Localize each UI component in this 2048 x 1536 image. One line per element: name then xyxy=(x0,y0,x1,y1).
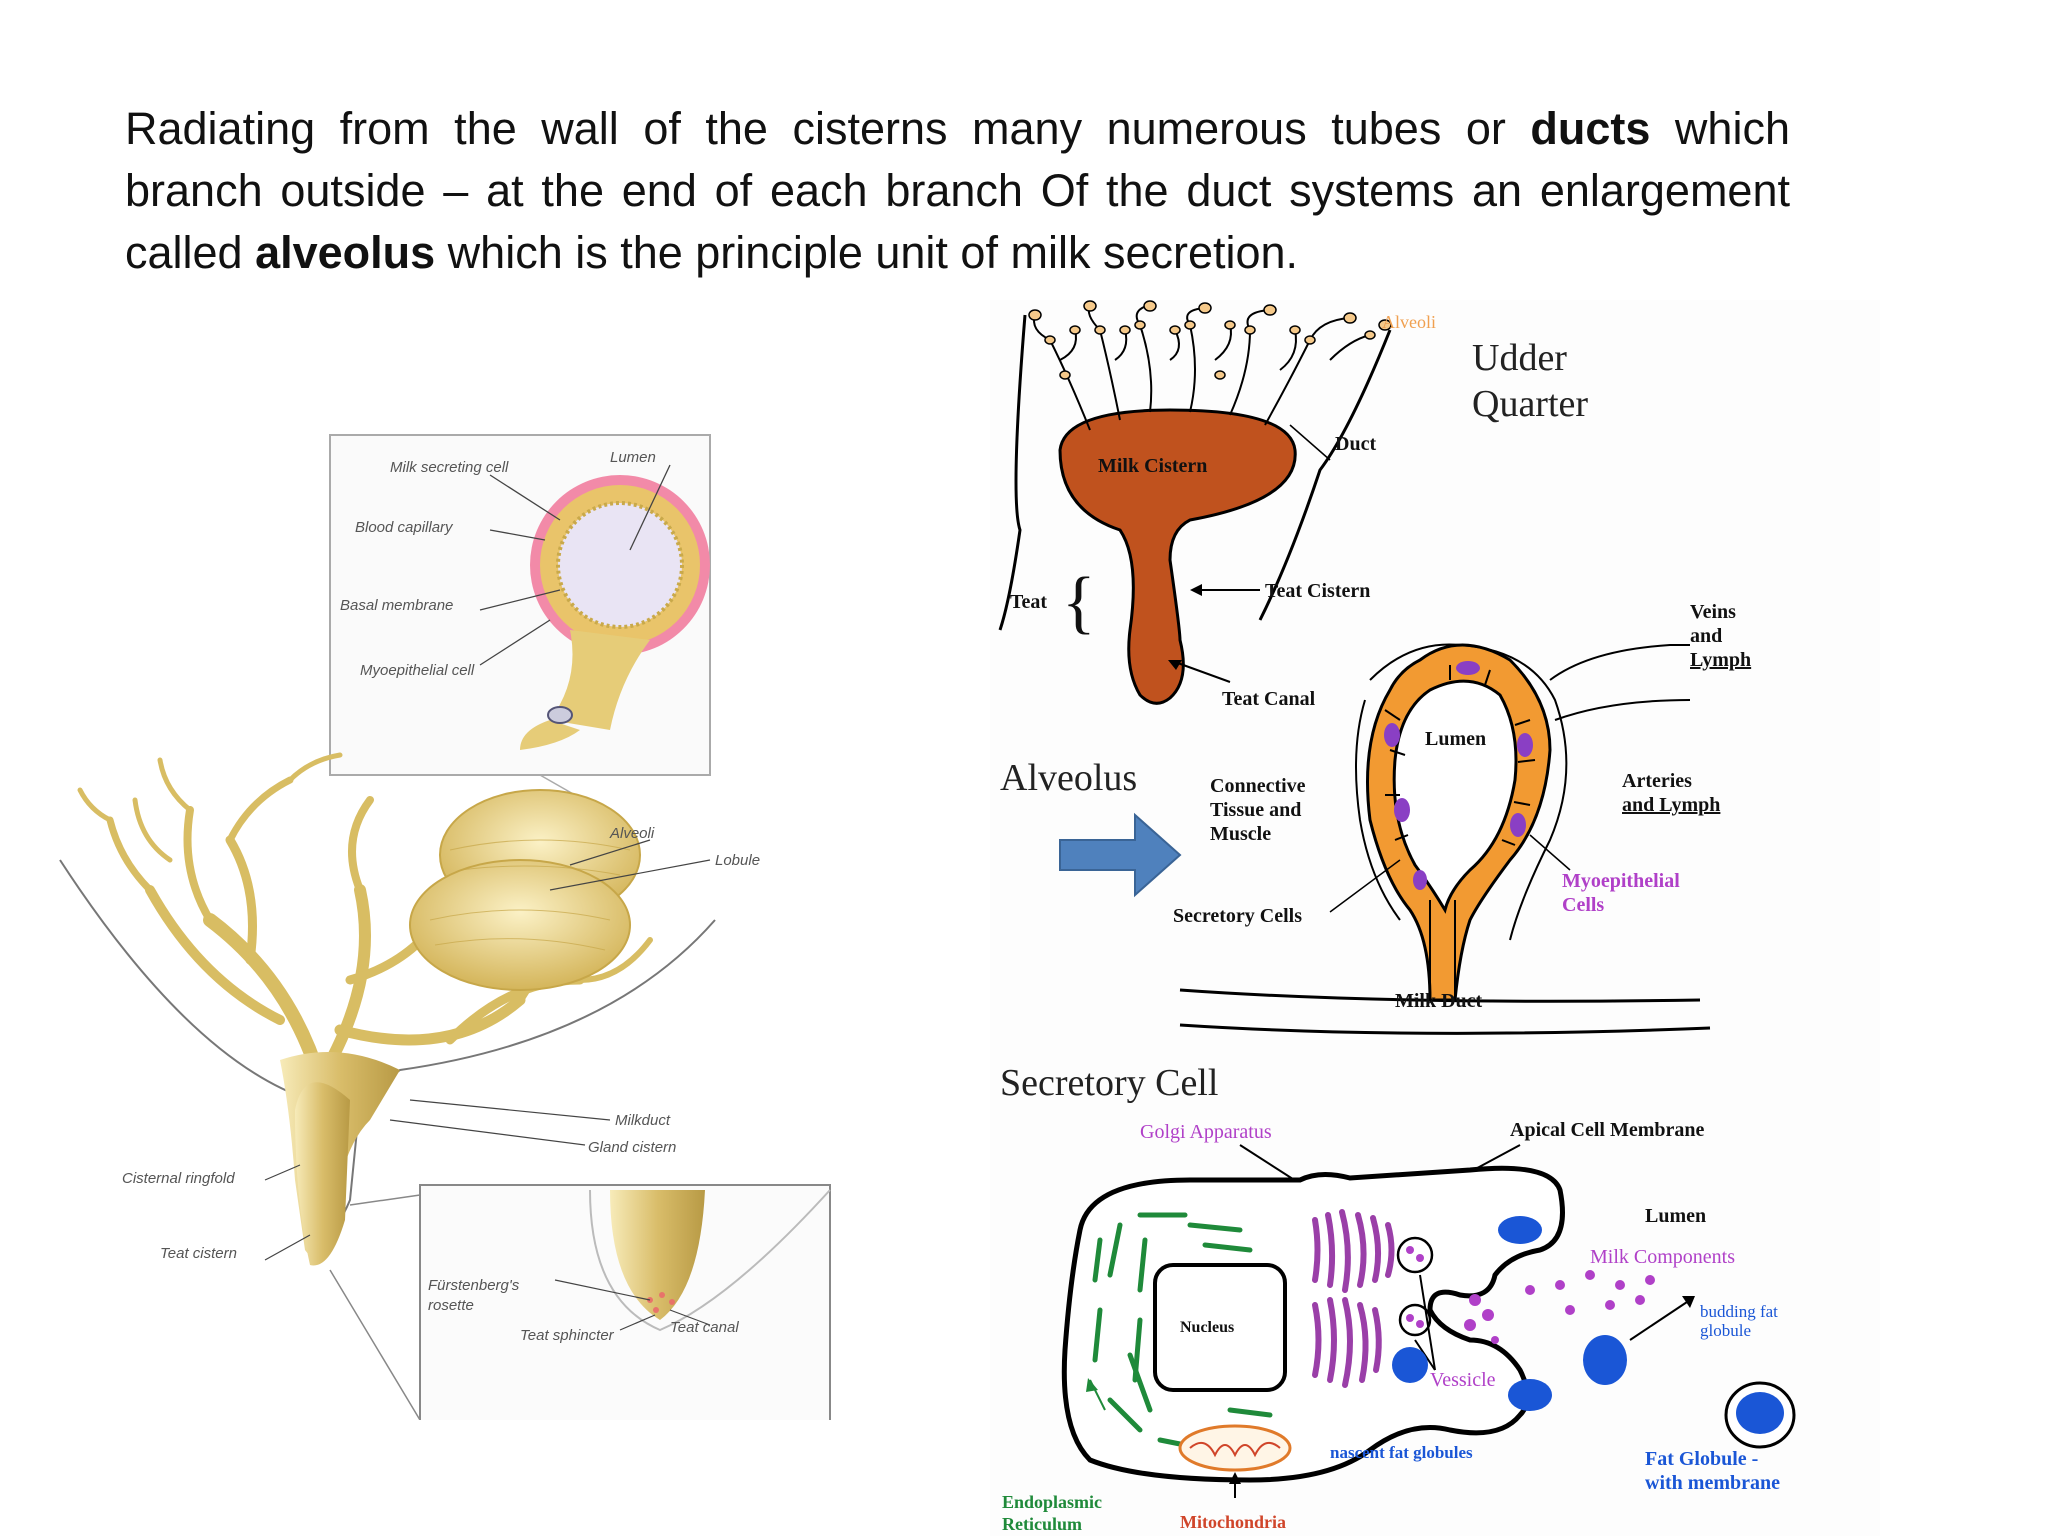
udder-title-2: Quarter xyxy=(1472,383,1588,425)
label-mitochondria: Mitochondria xyxy=(1180,1512,1286,1532)
intro-paragraph: Radiating from the wall of the cisterns … xyxy=(125,98,1790,284)
label-veins-3: Lymph xyxy=(1690,649,1751,671)
label-milk-duct-left: Milkduct xyxy=(615,1112,671,1129)
label-fat-globule-1: Fat Globule - xyxy=(1645,1448,1758,1470)
fat-droplet-1 xyxy=(1498,1216,1542,1244)
milk-duct-lines xyxy=(1179,988,1711,1035)
label-er-2: Reticulum xyxy=(1002,1514,1082,1534)
secretory-cell-title: Secretory Cell xyxy=(1000,1062,1218,1104)
label-blood-capillary: Blood capillary xyxy=(355,519,454,536)
secretory-cell-drawing: Secretory Cell Golgi Apparatus Apical Ce… xyxy=(1000,1062,1796,1534)
label-milk-components: Milk Components xyxy=(1590,1246,1735,1268)
vesicles xyxy=(1396,1236,1434,1337)
label-milk-secreting-cell: Milk secreting cell xyxy=(390,459,509,476)
label-duct: Duct xyxy=(1335,433,1376,455)
nascent-globule xyxy=(1392,1347,1428,1383)
teat xyxy=(295,1082,350,1266)
label-fat-globule-2: with membrane xyxy=(1645,1472,1780,1494)
label-vessicle: Vessicle xyxy=(1430,1369,1496,1391)
label-cisternal-ring: Cisternal ringfold xyxy=(122,1170,235,1187)
term-alveolus: alveolus xyxy=(255,227,436,278)
udder-quarter-drawing: Udder Quarter Alveoli Milk Cistern Duct … xyxy=(998,300,1588,710)
alveolus-drawing: Alveolus Veins and Lymph Lumen Connectiv… xyxy=(1000,601,1751,1035)
mitochondrion xyxy=(1178,1424,1292,1472)
label-teat: Teat xyxy=(1010,591,1047,613)
label-teat-cistern-right: Teat Cistern xyxy=(1265,580,1370,602)
milk-component-dots xyxy=(1464,1270,1655,1344)
golgi-apparatus xyxy=(1312,1209,1395,1388)
label-alveoli-udder: Alveoli xyxy=(1382,312,1436,332)
alveolus-arrow xyxy=(1059,812,1182,898)
label-milk-duct-right: Milk Duct xyxy=(1395,990,1483,1012)
label-furstenberg-1: Fürstenberg's xyxy=(428,1277,520,1294)
label-gland-cistern: Gland cistern xyxy=(588,1139,676,1156)
label-myoepithelial-1: Myoepithelial xyxy=(1562,870,1680,892)
intro-text-3: which is the principle unit of milk secr… xyxy=(435,227,1299,278)
label-nascent-globules: nascent fat globules xyxy=(1330,1443,1473,1462)
label-arteries-1: Arteries xyxy=(1622,770,1692,792)
label-nucleus: Nucleus xyxy=(1180,1319,1234,1336)
label-alveoli-left: Alveoli xyxy=(609,825,655,842)
fat-droplet-2 xyxy=(1508,1379,1552,1411)
label-lumen-cell: Lumen xyxy=(1645,1205,1706,1227)
label-teat-canal-right: Teat Canal xyxy=(1222,688,1316,710)
label-arteries-2: and Lymph xyxy=(1622,794,1720,816)
cell-membrane xyxy=(1061,1165,1565,1483)
label-secretory-cells: Secretory Cells xyxy=(1173,905,1302,927)
label-lumen-inset: Lumen xyxy=(610,449,656,466)
intro-text-1: Radiating from the wall of the cisterns … xyxy=(125,103,1531,154)
label-teat-sphincter: Teat sphincter xyxy=(520,1327,615,1344)
udder-title-1: Udder xyxy=(1472,337,1567,379)
label-lobule: Lobule xyxy=(715,852,760,869)
term-ducts: ducts xyxy=(1530,103,1651,154)
endoplasmic-reticulum xyxy=(1092,1212,1273,1453)
label-budding-2: globule xyxy=(1700,1321,1751,1340)
teat-inset-drawing xyxy=(610,1190,705,1320)
label-milk-cistern: Milk Cistern xyxy=(1098,455,1207,477)
label-myoepithelial-cell: Myoepithelial cell xyxy=(360,662,475,679)
alveolus-title: Alveolus xyxy=(1000,757,1137,799)
milk-cistern-shape xyxy=(1058,408,1297,705)
label-teat-canal-left: Teat canal xyxy=(670,1319,739,1336)
label-myoepithelial-2: Cells xyxy=(1562,894,1604,916)
label-teat-cistern-left: Teat cistern xyxy=(160,1245,237,1262)
label-golgi: Golgi Apparatus xyxy=(1140,1121,1272,1143)
udder-anatomy-figure: Milk secreting cell Lumen Blood capillar… xyxy=(59,434,831,1420)
label-connective-1: Connective xyxy=(1210,775,1306,797)
label-apical-membrane: Apical Cell Membrane xyxy=(1510,1119,1705,1141)
intro-text-2: which branch outside – at the end of eac… xyxy=(125,103,1790,278)
label-lumen-alveolus: Lumen xyxy=(1425,728,1486,750)
nucleus-shape xyxy=(1153,1263,1287,1392)
milk-secretion-figure: Udder Quarter Alveoli Milk Cistern Duct … xyxy=(990,300,1880,1536)
alveolus-inset-leaders xyxy=(479,464,671,666)
alveolus-inset-drawing xyxy=(520,475,710,750)
label-connective-3: Muscle xyxy=(1210,823,1271,845)
label-basal-membrane: Basal membrane xyxy=(340,597,453,614)
label-connective-2: Tissue and xyxy=(1210,799,1301,821)
label-veins-1: Veins xyxy=(1690,601,1736,623)
label-veins-2: and xyxy=(1690,625,1722,647)
lobule-lower xyxy=(409,859,631,991)
teat-brace: { xyxy=(1062,564,1096,641)
budding-globule xyxy=(1583,1335,1627,1385)
label-er-1: Endoplasmic xyxy=(1002,1492,1102,1512)
label-budding-1: budding fat xyxy=(1700,1302,1778,1321)
label-furstenberg-2: rosette xyxy=(428,1297,474,1314)
